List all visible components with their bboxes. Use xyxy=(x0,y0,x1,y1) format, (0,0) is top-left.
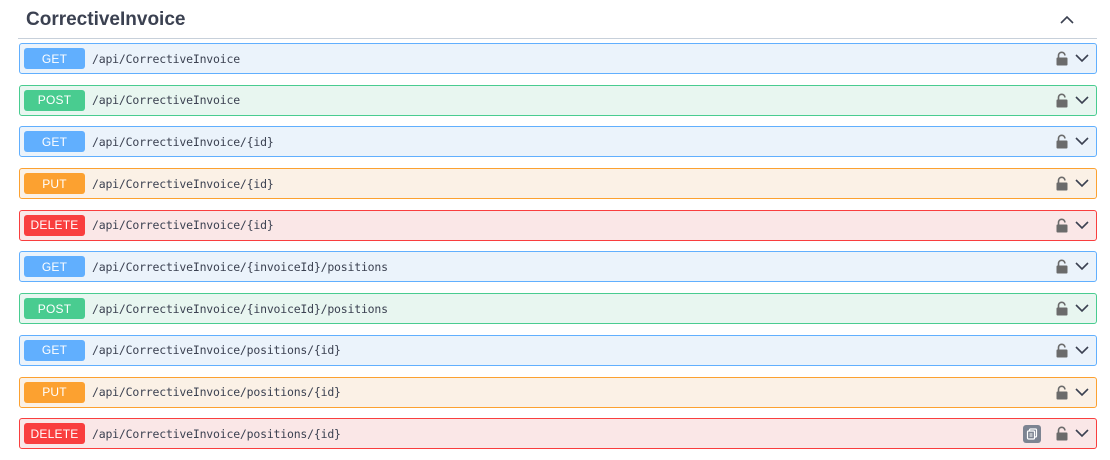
operation-path: /api/CorrectiveInvoice/positions/{id} xyxy=(92,426,341,441)
operation-path: /api/CorrectiveInvoice/{invoiceId}/posit… xyxy=(92,301,388,316)
section-header[interactable]: CorrectiveInvoice xyxy=(18,0,1097,39)
unlocked-padlock-icon[interactable] xyxy=(1054,174,1070,194)
chevron-down-icon[interactable] xyxy=(1074,384,1090,400)
operation-row[interactable]: POST /api/CorrectiveInvoice xyxy=(19,84,1097,116)
chevron-down-icon[interactable] xyxy=(1074,301,1090,317)
unlocked-padlock-icon[interactable] xyxy=(1054,424,1070,444)
chevron-down-icon[interactable] xyxy=(1074,134,1090,150)
row-controls xyxy=(1054,294,1090,323)
row-controls xyxy=(1054,336,1090,365)
row-controls xyxy=(1054,252,1090,281)
row-controls xyxy=(1054,127,1090,156)
unlocked-padlock-icon[interactable] xyxy=(1054,90,1070,110)
operation-row[interactable]: PUT /api/CorrectiveInvoice/positions/{id… xyxy=(19,376,1097,408)
operation-path: /api/CorrectiveInvoice xyxy=(92,51,240,66)
chevron-down-icon[interactable] xyxy=(1074,217,1090,233)
chevron-down-icon[interactable] xyxy=(1074,176,1090,192)
operation-path: /api/CorrectiveInvoice/{id} xyxy=(92,218,274,233)
copy-to-clipboard-icon[interactable] xyxy=(1023,424,1041,443)
operation-row[interactable]: GET /api/CorrectiveInvoice/positions/{id… xyxy=(19,334,1097,366)
unlocked-padlock-icon[interactable] xyxy=(1054,299,1070,319)
operation-path: /api/CorrectiveInvoice xyxy=(92,93,240,108)
section-title: CorrectiveInvoice xyxy=(26,9,186,30)
row-controls xyxy=(1054,211,1090,240)
operations-list: GET /api/CorrectiveInvoice POST /api/Cor… xyxy=(19,43,1097,460)
method-badge: GET xyxy=(24,339,85,361)
operation-row[interactable]: POST /api/CorrectiveInvoice/{invoiceId}/… xyxy=(19,293,1097,325)
unlocked-padlock-icon[interactable] xyxy=(1054,132,1070,152)
operation-row[interactable]: DELETE /api/CorrectiveInvoice/{id} xyxy=(19,209,1097,241)
unlocked-padlock-icon[interactable] xyxy=(1054,49,1070,69)
operation-row[interactable]: GET /api/CorrectiveInvoice/{invoiceId}/p… xyxy=(19,251,1097,283)
row-controls xyxy=(1023,419,1090,448)
operation-path: /api/CorrectiveInvoice/{invoiceId}/posit… xyxy=(92,259,388,274)
method-badge: GET xyxy=(24,256,85,278)
operation-row[interactable]: GET /api/CorrectiveInvoice xyxy=(19,43,1097,74)
chevron-down-icon[interactable] xyxy=(1074,259,1090,275)
unlocked-padlock-icon[interactable] xyxy=(1054,382,1070,402)
row-controls xyxy=(1054,378,1090,407)
chevron-down-icon[interactable] xyxy=(1074,92,1090,108)
method-badge: DELETE xyxy=(24,214,85,236)
method-badge: PUT xyxy=(24,173,85,195)
unlocked-padlock-icon[interactable] xyxy=(1054,257,1070,277)
operation-row[interactable]: PUT /api/CorrectiveInvoice/{id} xyxy=(19,168,1097,200)
chevron-down-icon[interactable] xyxy=(1074,342,1090,358)
operation-path: /api/CorrectiveInvoice/{id} xyxy=(92,134,274,149)
method-badge: DELETE xyxy=(24,423,85,445)
chevron-down-icon[interactable] xyxy=(1074,426,1090,442)
method-badge: POST xyxy=(24,89,85,111)
method-badge: GET xyxy=(24,131,85,153)
unlocked-padlock-icon[interactable] xyxy=(1054,340,1070,360)
operation-path: /api/CorrectiveInvoice/{id} xyxy=(92,176,274,191)
method-badge: POST xyxy=(24,298,85,320)
operation-path: /api/CorrectiveInvoice/positions/{id} xyxy=(92,343,341,358)
operation-path: /api/CorrectiveInvoice/positions/{id} xyxy=(92,385,341,399)
chevron-up-icon[interactable] xyxy=(1051,4,1083,34)
method-badge: GET xyxy=(24,48,85,69)
chevron-down-icon[interactable] xyxy=(1074,51,1090,67)
row-controls xyxy=(1054,44,1090,73)
unlocked-padlock-icon[interactable] xyxy=(1054,215,1070,235)
method-badge: PUT xyxy=(24,381,85,403)
operation-row[interactable]: GET /api/CorrectiveInvoice/{id} xyxy=(19,126,1097,158)
row-controls xyxy=(1054,86,1090,115)
operation-row[interactable]: DELETE /api/CorrectiveInvoice/positions/… xyxy=(19,418,1097,450)
row-controls xyxy=(1054,169,1090,198)
